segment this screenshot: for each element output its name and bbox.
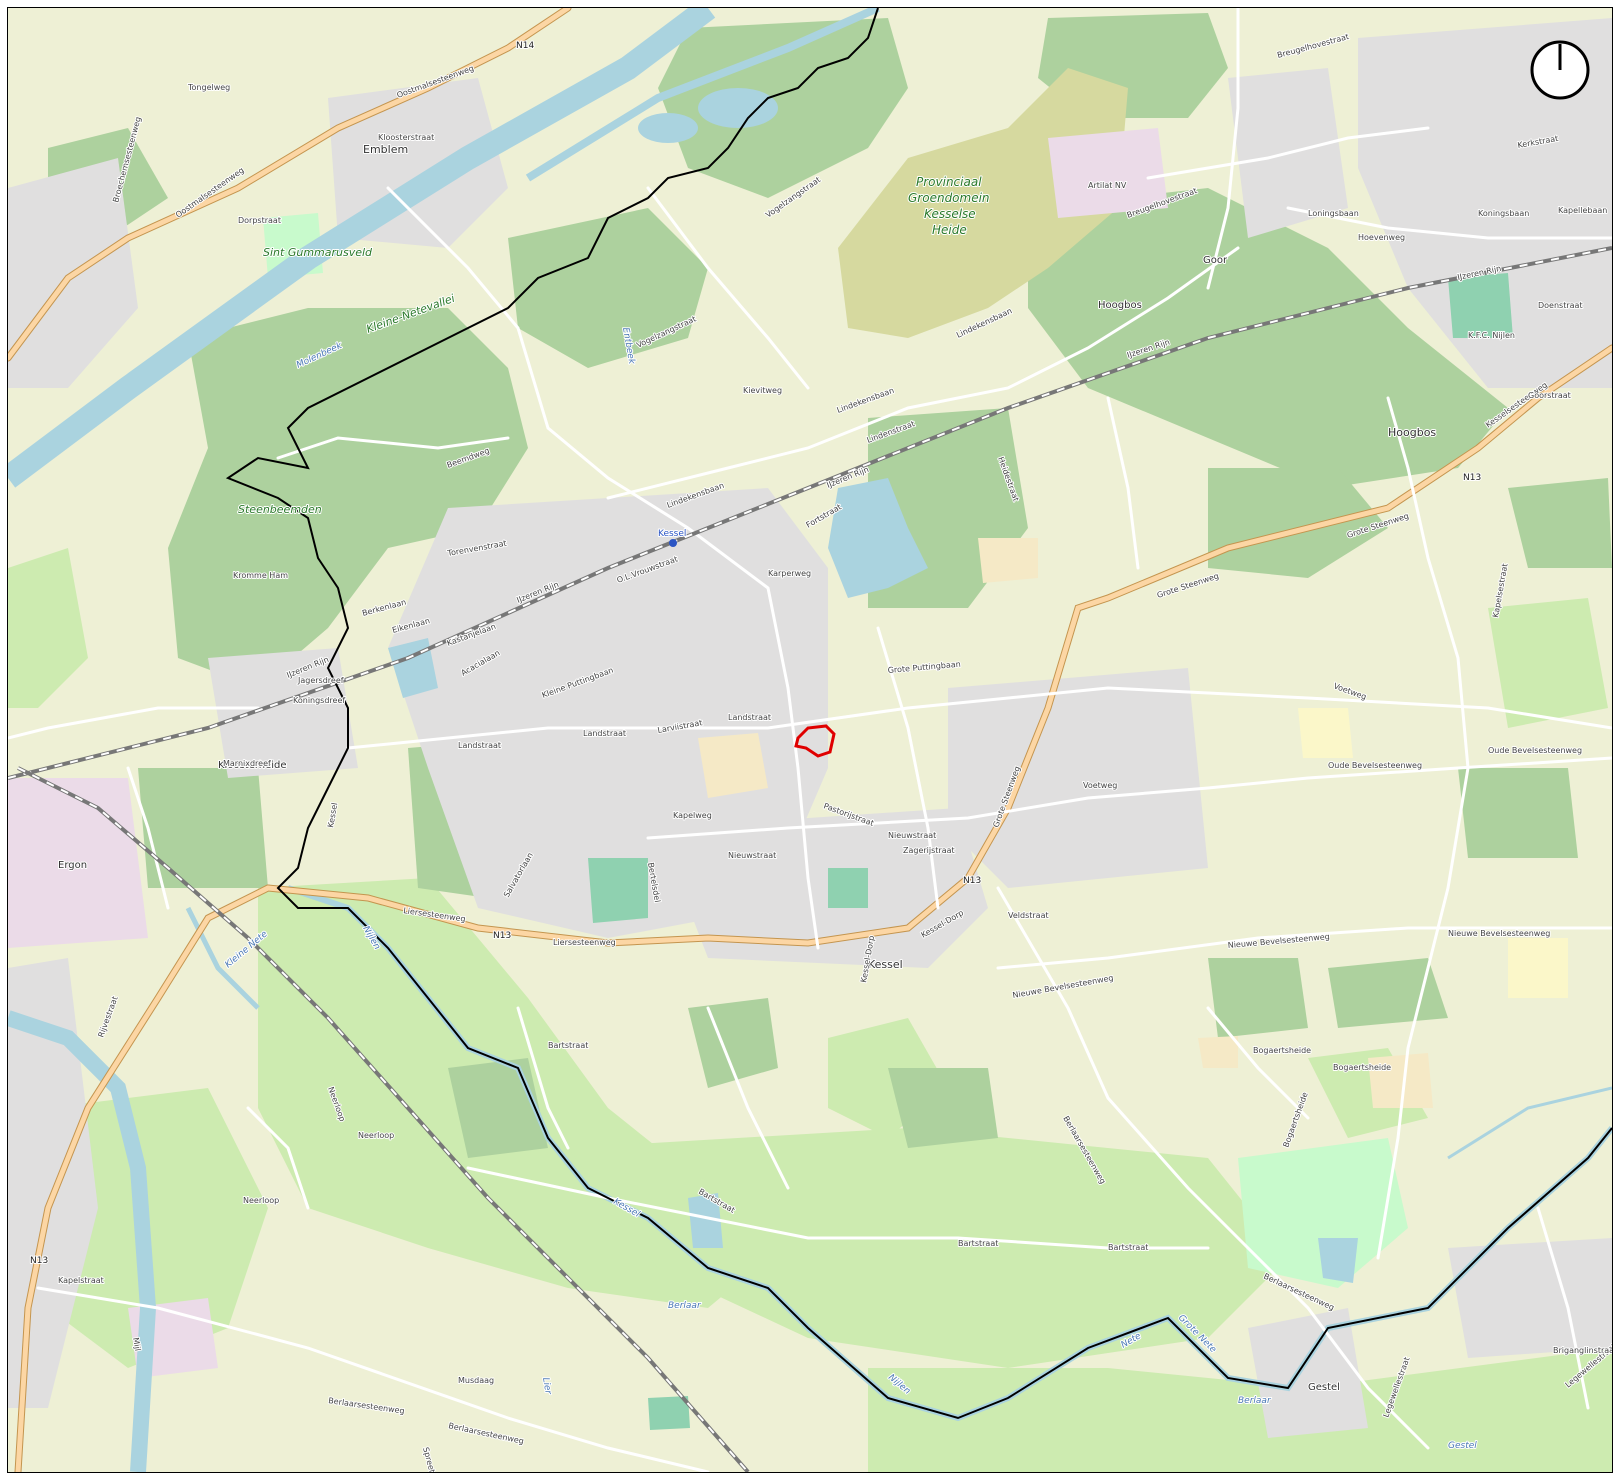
place-ergon: Ergon: [58, 860, 87, 871]
street-zagerijstraat: Zagerijstraat: [903, 846, 955, 855]
north-arrow: [1530, 40, 1590, 100]
street-kapellebaan: Kapellebaan: [1558, 206, 1607, 215]
place-artilat: Artilat NV: [1088, 181, 1127, 190]
water-gestel: Gestel: [1448, 1441, 1477, 1451]
place-emblem: Emblem: [363, 143, 408, 156]
water-berlaar-2: Berlaar: [1238, 1396, 1272, 1406]
street-doenstraat: Doenstraat: [1538, 301, 1583, 310]
street-koningsdreef: Koningsdreef: [293, 696, 345, 705]
street-neerloop-2: Neerloop: [358, 1131, 394, 1140]
street-bogaertsheide-1: Bogaertsheide: [1253, 1046, 1311, 1055]
park-kessel-heide-3: Kesselse: [924, 207, 976, 221]
street-bartstraat-3: Bartstraat: [958, 1239, 998, 1248]
street-oude-bevelsesteenweg-1: Oude Bevelsesteenweg: [1328, 761, 1422, 770]
water-lier: Lier: [540, 1377, 553, 1397]
street-goorstraat: Goorstraat: [1528, 391, 1571, 400]
street-bartstraat-1: Bartstraat: [548, 1041, 588, 1050]
ref-n14: N14: [516, 41, 534, 51]
street-bregeenstraat: Briganglinstraat: [1553, 1346, 1612, 1355]
street-nieuwstraat-1: Nieuwstraat: [728, 851, 776, 860]
highlighted-parcel[interactable]: [794, 724, 836, 758]
street-kromme-ham: Kromme Ham: [233, 571, 288, 580]
place-kloosterheide: Kloosterheide: [218, 760, 287, 771]
street-meer: Mijl: [131, 1337, 142, 1352]
ref-n13-a: N13: [493, 931, 511, 941]
street-dorpstraat: Dorpstraat: [238, 216, 281, 225]
street-veldstraat: Veldstraat: [1008, 911, 1049, 920]
place-kessel-station: Kessel: [658, 529, 686, 539]
map-frame[interactable]: Emblem Kessel Kessel Kloosterheide Ergon…: [7, 7, 1613, 1473]
station-marker[interactable]: [669, 539, 677, 547]
street-koningsbaan: Koningsbaan: [1478, 209, 1529, 218]
street-bogaertsheide-2: Bogaertsheide: [1333, 1063, 1391, 1072]
street-landstraat-3: Landstraat: [728, 713, 771, 722]
place-goor: Goor: [1203, 255, 1228, 266]
place-kessel-village: Kessel: [868, 958, 903, 971]
street-bartstraat-4: Bartstraat: [1108, 1243, 1148, 1252]
ref-n13-d: N13: [30, 1256, 48, 1266]
park-kessel-heide-2: Groendomein: [908, 191, 990, 205]
railways: [8, 246, 1612, 1472]
street-kapelweg: Kapelweg: [673, 811, 712, 820]
street-loningsbaan: Loningsbaan: [1308, 209, 1359, 218]
place-gestel: Gestel: [1308, 1382, 1340, 1393]
ref-n13-c: N13: [1463, 473, 1481, 483]
street-nieuwe-bevelsesteenweg-3: Nieuwe Bevelsesteenweg: [1448, 929, 1550, 938]
minor-roads: [8, 8, 1612, 1472]
street-landstraat-2: Landstraat: [583, 729, 626, 738]
street-hoevenweg: Hoevenweg: [1358, 233, 1405, 242]
street-karperweg: Karperweg: [768, 569, 811, 578]
street-oude-bevelsesteenweg-2: Oude Bevelsesteenweg: [1488, 746, 1582, 755]
street-liersesteenweg-2: Liersesteenweg: [553, 938, 616, 947]
street-kloosterstraat: Kloosterstraat: [378, 133, 434, 142]
street-jagersdreef: Jagersdreef: [297, 676, 344, 685]
map-canvas[interactable]: Emblem Kessel Kessel Kloosterheide Ergon…: [8, 8, 1612, 1472]
place-kfc-nijlen: K.F.C. Nijlen: [1468, 331, 1515, 340]
ref-n13-b: N13: [963, 876, 981, 886]
park-sint-gummarusveld: Sint Gummarusveld: [263, 246, 373, 259]
misc-patches: [263, 213, 1568, 1430]
park-kessel-heide-4: Heide: [932, 223, 967, 237]
street-neerloop-3: Neerloop: [243, 1196, 279, 1205]
street-kapelstraat-2: Kapelstraat: [58, 1276, 104, 1285]
major-roads: [8, 8, 1612, 1472]
street-tongelweg: Tongelweg: [187, 83, 230, 92]
place-hoogbos-1: Hoogbos: [1098, 300, 1142, 311]
street-landstraat-1: Landstraat: [458, 741, 501, 750]
park-kessel-heide-1: Provinciaal: [916, 175, 982, 189]
water-berlaar-1: Berlaar: [668, 1301, 702, 1311]
lakes: [388, 88, 1358, 1283]
street-nieuwstraat-2: Nieuwstraat: [888, 831, 936, 840]
kesselse-heide-area: [838, 68, 1128, 338]
street-musdaag: Musdaag: [458, 1376, 494, 1385]
residential-areas: [8, 18, 1612, 1438]
street-voetweg-1: Voetweg: [1083, 781, 1117, 790]
municipal-boundary: [225, 8, 1612, 1420]
street-marnixdreef: Marnixdreef: [223, 759, 271, 768]
street-kievitweg: Kievitweg: [743, 386, 782, 395]
place-hoogbos-2: Hoogbos: [1388, 426, 1436, 439]
park-steenbeemden: Steenbeemden: [238, 503, 322, 516]
